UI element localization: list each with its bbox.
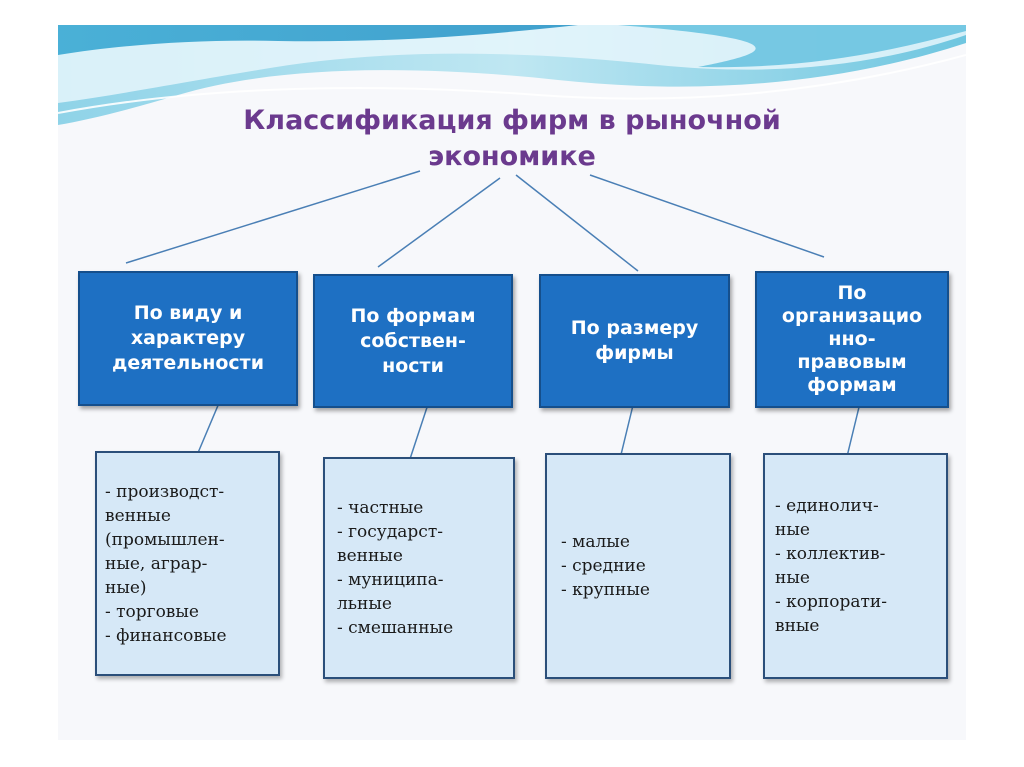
list-legal-form-item-2: ные — [775, 520, 810, 540]
list-ownership-item-1: - частные — [337, 498, 424, 518]
category-legal-form-line-1: По — [837, 282, 867, 304]
category-size-line-1: По размеру — [570, 317, 699, 339]
list-legal-form: - единолич- ные - коллектив- ные - корпо… — [763, 453, 948, 679]
list-activity-item-6: - торговые — [105, 601, 199, 622]
category-size-line-2: фирмы — [595, 342, 674, 364]
list-activity-item-4: ные, аграр- — [105, 553, 208, 574]
list-ownership-item-2: - государст- — [337, 522, 443, 542]
list-ownership-item-3: венные — [337, 546, 403, 566]
connector-title-to-category-4 — [589, 174, 825, 258]
list-legal-form-item-5: - корпорати- — [775, 592, 887, 612]
category-ownership-line-3: ности — [382, 354, 444, 377]
category-legal-form: По организацио нно- правовым формам — [755, 271, 949, 408]
diagram-title: Классификация фирм в рыночной экономике — [58, 103, 966, 175]
list-legal-form-item-6: вные — [775, 616, 820, 636]
category-ownership-line-1: По формам — [350, 304, 476, 327]
list-size-item-2: - средние — [561, 556, 646, 576]
connector-title-to-category-1 — [125, 170, 421, 264]
list-size: - малые - средние - крупные — [545, 453, 731, 679]
list-size-item-1: - малые — [561, 532, 630, 552]
list-activity-item-7: - финансовые — [105, 625, 227, 646]
category-size: По размеру фирмы — [539, 274, 730, 408]
list-ownership-item-5: льные — [337, 594, 392, 614]
category-ownership: По формам собствен- ности — [313, 274, 513, 408]
list-legal-form-item-1: - единолич- — [775, 496, 879, 516]
list-activity-item-1: - производст- — [105, 481, 225, 502]
category-activity-line-1: По виду и — [133, 302, 243, 324]
list-ownership-item-4: - муниципа- — [337, 570, 444, 590]
wave-decoration — [58, 25, 966, 125]
list-activity-item-3: (промышлен- — [105, 529, 225, 550]
list-activity-item-2: венные — [105, 505, 171, 526]
list-activity: - производст- венные (промышлен- ные, аг… — [95, 451, 280, 676]
slide: Классификация фирм в рыночной экономике … — [58, 25, 966, 740]
category-legal-form-line-3: нно- — [828, 328, 876, 350]
category-legal-form-line-5: формам — [807, 374, 897, 396]
category-legal-form-line-4: правовым — [797, 351, 907, 373]
list-activity-item-5: ные) — [105, 577, 147, 598]
connector-title-to-category-2 — [377, 177, 501, 268]
list-size-item-3: - крупные — [561, 580, 650, 600]
list-legal-form-item-4: ные — [775, 568, 810, 588]
list-legal-form-item-3: - коллектив- — [775, 544, 886, 564]
connector-title-to-category-3 — [515, 174, 639, 272]
title-line-1: Классификация фирм в рыночной — [243, 105, 781, 136]
list-ownership: - частные - государст- венные - муниципа… — [323, 457, 515, 679]
category-ownership-line-2: собствен- — [360, 329, 466, 352]
title-line-2: экономике — [428, 141, 596, 172]
category-activity: По виду и характеру деятельности — [78, 271, 298, 406]
category-legal-form-line-2: организацио — [781, 305, 923, 327]
category-activity-line-3: деятельности — [111, 352, 265, 374]
list-ownership-item-6: - смешанные — [337, 618, 454, 638]
category-activity-line-2: характеру — [130, 327, 246, 349]
